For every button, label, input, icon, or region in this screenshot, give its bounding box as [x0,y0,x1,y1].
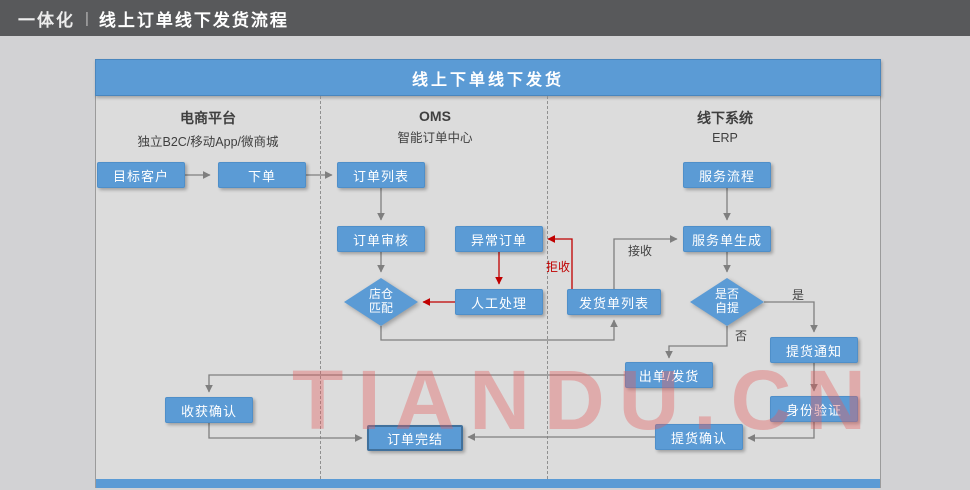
node-issue-ship: 出单/发货 [625,362,713,388]
lane-separator-2 [547,96,548,479]
diamond-shape: 是否自提 [690,278,764,326]
node-abnormal-order: 异常订单 [455,226,543,252]
edge-receipt-complete [208,423,363,442]
diamond-label: 店仓匹配 [368,287,393,315]
lane-subtitle: ERP [712,131,738,145]
edge-label-yes: 是 [792,288,805,302]
node-service-process: 服务流程 [683,162,771,188]
node-receipt-confirm: 收获确认 [165,397,253,423]
page-header: 一体化 | 线上订单线下发货流程 [0,0,970,36]
edge-identity-pickupconfirm [747,422,815,442]
lane-name: OMS [419,108,451,124]
node-order-review: 订单审核 [337,226,425,252]
lane-name: 线下系统 [697,110,753,126]
edge-shippinglist-servicegen [613,235,678,289]
lane-separator-1 [320,96,321,479]
edge-issueship-receipt [205,374,625,393]
edge-label-receive: 接收 [628,244,653,258]
node-service-order-gen: 服务单生成 [683,226,771,252]
node-target-customer: 目标客户 [97,162,185,188]
edge-selfpickup-no-issueship [665,326,728,359]
node-order-complete: 订单完结 [367,425,463,451]
edge-storematch-shippinglist [380,319,618,341]
brand-label: 一体化 [18,10,75,30]
edge-label-no: 否 [735,329,748,343]
edge-selfpickup-yes-notice [764,301,818,333]
node-identity-verify: 身份验证 [770,396,858,422]
header-separator: | [85,9,89,27]
diagram-title: 线上下单线下发货 [95,59,881,96]
diamond-shape: 店仓匹配 [344,278,418,326]
lane-header-offline: 线下系统 ERP [605,108,845,145]
node-manual-handling: 人工处理 [455,289,543,315]
edge-label-reject: 拒收 [546,260,571,274]
page-title: 线上订单线下发货流程 [98,10,289,30]
diamond-label: 是否自提 [714,287,739,315]
diagram-footer-bar [96,479,880,488]
node-place-order: 下单 [218,162,306,188]
node-pickup-notice: 提货通知 [770,337,858,363]
lane-subtitle: 智能订单中心 [397,131,473,145]
node-order-list: 订单列表 [337,162,425,188]
node-self-pickup-decision: 是否自提 [690,278,764,326]
node-pickup-confirm: 提货确认 [655,424,743,450]
lane-header-ecommerce: 电商平台 独立B2C/移动App/微商城 [98,108,318,150]
edge-shippinglist-reject-abnormal [547,235,573,289]
lane-name: 电商平台 [180,110,236,126]
lane-subtitle: 独立B2C/移动App/微商城 [137,135,279,149]
node-shipping-list: 发货单列表 [567,289,661,315]
lane-header-oms: OMS 智能订单中心 [325,108,545,146]
node-store-match-decision: 店仓匹配 [344,278,418,326]
